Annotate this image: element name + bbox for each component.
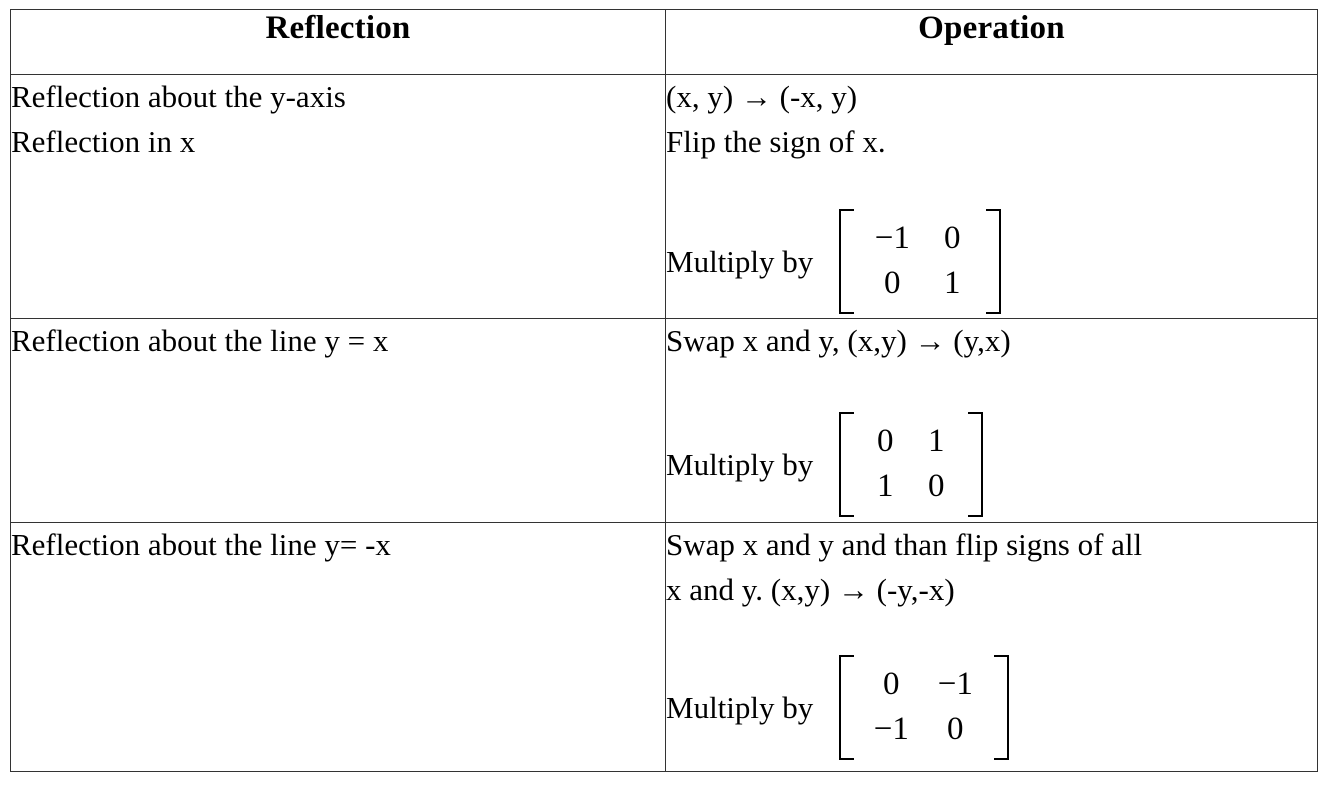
table-body: Reflection about the y-axis Reflection i… bbox=[10, 74, 1318, 772]
operation-text-line: Swap x and y and than flip signs of all bbox=[666, 527, 1143, 562]
reflection-text-line: Reflection about the line y = x bbox=[11, 323, 389, 358]
matrix-cell: 1 bbox=[877, 468, 894, 505]
matrix-cell: −1 bbox=[874, 219, 910, 256]
matrix-grid: −1 0 0 1 bbox=[854, 209, 986, 314]
operation-text-line: Flip the sign of x. bbox=[666, 123, 886, 159]
matrix-cell: −1 bbox=[937, 665, 973, 702]
right-bracket-icon bbox=[968, 411, 984, 517]
multiply-by-label: Multiply by bbox=[666, 446, 814, 482]
reflection-text-line: Reflection about the line y= -x bbox=[11, 527, 391, 562]
right-bracket-icon bbox=[986, 208, 1002, 314]
reflection-text-line: Reflection about the y-axis bbox=[11, 79, 346, 114]
matrix-grid: 0 −1 −1 0 bbox=[854, 655, 994, 760]
matrix-cell: 1 bbox=[944, 265, 961, 302]
matrix-cell: 0 bbox=[928, 468, 945, 505]
left-bracket-icon bbox=[839, 411, 855, 517]
operation-cell: Swap x and y, (x,y) → (y,x) Multiply by … bbox=[665, 318, 1318, 523]
matrix-row: 1 0 bbox=[860, 464, 962, 510]
table-header-row: Reflection Operation bbox=[10, 9, 1318, 75]
table-row: Reflection about the line y = x Swap x a… bbox=[10, 318, 1318, 523]
multiply-matrix-block: Multiply by 0 −1 −1 0 bbox=[666, 654, 1317, 760]
reflection-cell: Reflection about the y-axis Reflection i… bbox=[10, 74, 666, 319]
operation-cell: Swap x and y and than flip signs of all … bbox=[665, 522, 1318, 772]
right-bracket-icon bbox=[994, 654, 1010, 760]
multiply-by-label: Multiply by bbox=[666, 243, 814, 279]
column-header-operation: Operation bbox=[665, 9, 1318, 75]
matrix-cell: 0 bbox=[947, 711, 964, 748]
reflection-cell: Reflection about the line y = x bbox=[10, 318, 666, 523]
reflection-text-line: Reflection in x bbox=[11, 123, 196, 159]
left-bracket-icon bbox=[839, 208, 855, 314]
matrix-cell: 0 bbox=[944, 219, 961, 256]
table-row: Reflection about the y-axis Reflection i… bbox=[10, 74, 1318, 319]
matrix-cell: 0 bbox=[877, 422, 894, 459]
operation-text-line: Swap x and y, (x,y) → (y,x) bbox=[666, 323, 1011, 358]
reflection-cell: Reflection about the line y= -x bbox=[10, 522, 666, 772]
operation-cell: (x, y) → (-x, y) Flip the sign of x. Mul… bbox=[665, 74, 1318, 319]
matrix-grid: 0 1 1 0 bbox=[854, 412, 968, 517]
matrix-row: 0 1 bbox=[860, 261, 980, 307]
multiply-matrix-block: Multiply by −1 0 0 1 bbox=[666, 208, 1317, 314]
matrix-row: 0 −1 bbox=[860, 662, 988, 708]
operation-text-line: x and y. (x,y) → (-y,-x) bbox=[666, 571, 955, 607]
multiply-matrix-block: Multiply by 0 1 1 0 bbox=[666, 411, 1317, 517]
matrix-2x2: 0 1 1 0 bbox=[839, 411, 984, 517]
matrix-cell: 0 bbox=[884, 265, 901, 302]
reflection-operations-table: Reflection Operation Reflection about th… bbox=[10, 9, 1318, 772]
matrix-2x2: −1 0 0 1 bbox=[839, 208, 1002, 314]
table-header: Reflection Operation bbox=[10, 9, 1318, 75]
matrix-row: 0 1 bbox=[860, 419, 962, 465]
matrix-cell: 1 bbox=[928, 422, 945, 459]
matrix-row: −1 0 bbox=[860, 216, 980, 262]
matrix-2x2: 0 −1 −1 0 bbox=[839, 654, 1010, 760]
table-row: Reflection about the line y= -x Swap x a… bbox=[10, 522, 1318, 772]
matrix-row: −1 0 bbox=[860, 707, 988, 753]
left-bracket-icon bbox=[839, 654, 855, 760]
column-header-reflection: Reflection bbox=[10, 9, 666, 75]
operation-text-line: (x, y) → (-x, y) bbox=[666, 79, 858, 114]
matrix-cell: 0 bbox=[883, 665, 900, 702]
matrix-cell: −1 bbox=[873, 711, 909, 748]
multiply-by-label: Multiply by bbox=[666, 689, 814, 725]
